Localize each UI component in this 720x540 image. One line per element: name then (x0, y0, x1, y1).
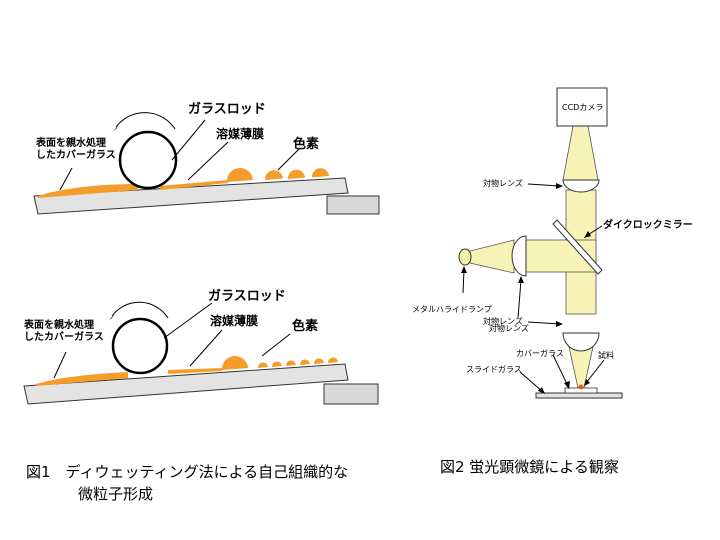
fig1-bottom-dye-drop-3 (271, 361, 282, 367)
fig2-objective-top-label: 対物レンズ (483, 178, 523, 188)
fig2-ccd-camera (556, 87, 608, 127)
fig1-bottom-dye-drop-5 (299, 359, 310, 365)
fig1-caption-line1: 図1 ディウェッティング法による自己組織的な (26, 463, 349, 481)
fig2-objective-bottom-label: 対物レンズ (483, 316, 523, 326)
fig1-top-leader-cover (59, 167, 73, 191)
fig1-bottom-solvent-before-rod (36, 372, 128, 386)
fig2-leader-lamp (462, 269, 465, 294)
fig1-bottom-leader-rod (163, 302, 213, 339)
fig1-top-solvent-before-rod (38, 184, 138, 198)
fig2-objective-lens-mid (511, 235, 527, 277)
fig2-leader-slide-glass-head (538, 387, 545, 394)
fig2-leader-lamp-head (461, 266, 467, 273)
fig1-top-dye-drop-1 (226, 167, 253, 182)
fig2-beam-lamp-to-lens (469, 239, 515, 274)
fig2-leader-slide-glass (519, 371, 544, 393)
fig2-leader-objective-bottom-head (556, 321, 563, 327)
fig2-slide-glass (535, 392, 623, 399)
fig1-top-leader-rod (171, 119, 206, 161)
fig1-bottom-cover-label-1: 表面を親水処理 (23, 318, 94, 331)
fig2-leader-sample (585, 359, 605, 384)
fig2-leader-objective-bottom (527, 321, 561, 325)
fig2-dichroic-mirror (552, 219, 603, 275)
fig2-leader-cover-glass (552, 354, 569, 387)
fig2-leader-sample-head (584, 379, 590, 386)
fig1-top-cover-glass (33, 177, 349, 215)
fig1-top-dye-drop-2 (264, 170, 283, 180)
fig1-top-stage-block (326, 195, 380, 215)
fig1-top-rotation-arrowhead (113, 125, 119, 131)
fig2-leader-mirror-head (584, 231, 591, 238)
fig1-top-cover-label-1: 表面を親水処理 (35, 136, 106, 149)
fig2-sample (578, 384, 584, 390)
fig2-ccd-camera-label: CCDカメラ (562, 103, 603, 112)
fig1-top-dye-drop-4 (311, 168, 329, 178)
fig2-leader-objective-mid-head (518, 276, 524, 283)
fig2-sample-label: 試料 (598, 350, 614, 360)
fig1-bottom-glass-rod (111, 317, 169, 375)
fig1-top-solvent-film-label: 溶媒薄膜 (216, 126, 264, 141)
fig1-bottom-rotation-arrow (111, 301, 169, 319)
fig1-top-panel: ガラスロッド 溶媒薄膜 色素 表面を親水処理 したカバーガラス (33, 102, 380, 215)
fig1-top-glass-rod (118, 130, 178, 190)
fig1-bottom-leader-cover (53, 351, 67, 379)
fig2-leader-objective-top (527, 183, 561, 187)
fig2-metal-halide-lamp (458, 248, 472, 266)
fig2-objective-mid-label: 対物レンズ (489, 323, 529, 333)
fig1-bottom-stage-block (323, 383, 379, 405)
fig2-leader-objective-top-head (556, 183, 563, 189)
fig1-bottom-solvent-film-label: 溶媒薄膜 (210, 313, 258, 328)
fig1-bottom-panel: ガラスロッド 溶媒薄膜 色素 表面を親水処理 したカバーガラス (23, 289, 379, 405)
fig2-slide-glass-label: スライドガラス (466, 364, 522, 374)
fig1-bottom-dye-drop-4 (285, 360, 296, 366)
fig1-bottom-cover-glass (23, 363, 349, 405)
fig1-top-dye-label: 色素 (293, 136, 319, 152)
fig1-caption-line2: 微粒子形成 (78, 485, 154, 503)
fig1-bottom-leader-dye (261, 333, 291, 357)
fig2-leader-cover-glass-head (564, 381, 570, 389)
fig1-top-solvent-film (160, 180, 228, 190)
fig1-bottom-dye-drop-7 (327, 357, 338, 363)
fig2-microscope: CCDカメラ 対物レンズ ダイクロックミラー メ (412, 87, 693, 399)
fig1-top-dye-drop-3 (287, 169, 305, 179)
fig1-top-leader-film (187, 141, 229, 181)
fig1-bottom-dye-drop-2 (257, 362, 268, 368)
fig1-bottom-solvent-film (168, 368, 222, 374)
fig1-bottom-dye-label: 色素 (292, 318, 318, 334)
fig1-top-rotation-arrow (115, 112, 176, 130)
fig2-cover-glass-label: カバーガラス (516, 348, 564, 358)
fig1-bottom-glass-rod-label: ガラスロッド (208, 289, 286, 304)
fig1-bottom-rotation-arrowhead (109, 314, 115, 320)
fig1-bottom-dye-drop-1 (221, 355, 248, 370)
fig2-dichroic-mirror-label: ダイクロックミラー (603, 218, 693, 231)
fig2-leader-objective-mid (517, 279, 522, 319)
fig1-bottom-leader-film (189, 329, 223, 367)
fig1-top-cover-label-2: したカバーガラス (36, 148, 116, 161)
fig2-caption: 図2 蛍光顕微鏡による観察 (440, 458, 619, 476)
fig2-objective-lens-bottom (562, 332, 600, 352)
fig1-bottom-cover-label-2: したカバーガラス (24, 330, 104, 343)
fig2-beam-camera-to-objective (562, 125, 599, 181)
fig1-bottom-dye-drop-6 (313, 358, 324, 364)
fig1-top-glass-rod-label: ガラスロッド (188, 102, 266, 117)
fig1-top-leader-dye (277, 147, 301, 171)
fig2-metal-halide-lamp-label: メタルハライドランプ (412, 305, 492, 314)
fig2-objective-lens-top (562, 179, 600, 193)
